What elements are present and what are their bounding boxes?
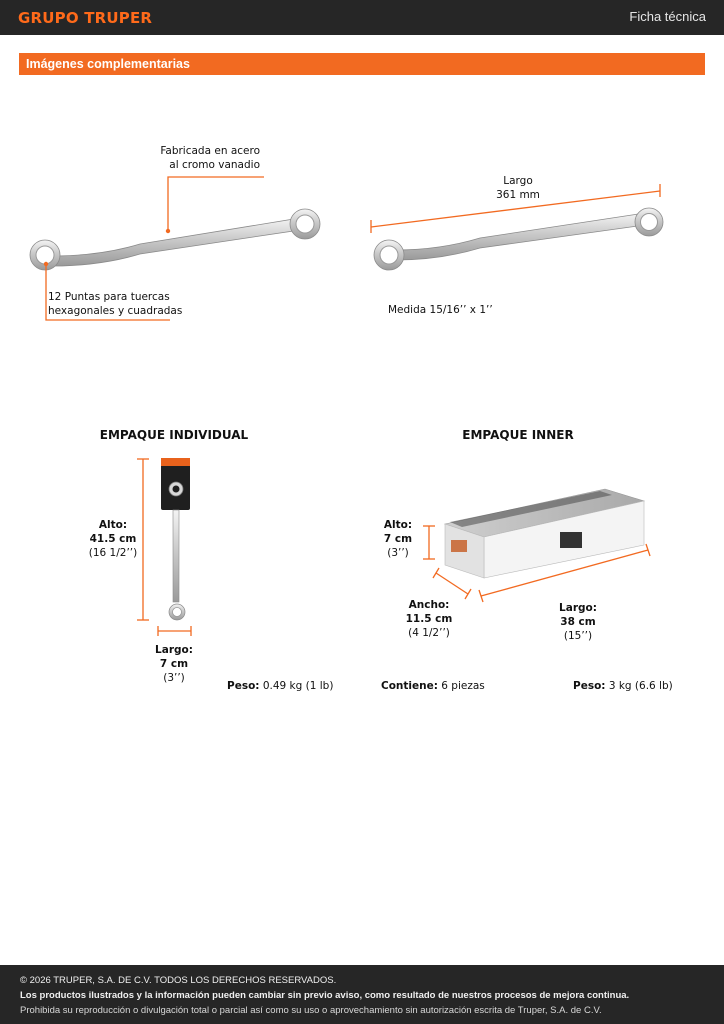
inner-length-label: Largo: 38 cm (15’’) — [559, 602, 597, 642]
inner-height-label: Alto: 7 cm (3’’) — [383, 519, 413, 559]
inner-box-image — [443, 488, 646, 579]
inner-length-dimension — [478, 543, 651, 603]
wrench-image-right — [373, 207, 664, 271]
footer: © 2026 TRUPER, S.A. DE C.V. TODOS LOS DE… — [0, 965, 724, 1024]
inner-package-heading: EMPAQUE INNER — [462, 428, 574, 442]
inner-width-label: Ancho: 11.5 cm (4 1/2’’) — [405, 599, 453, 639]
length-dimension-line — [370, 184, 661, 233]
brand-logo: GRUPO TRUPER — [18, 9, 153, 27]
length-label: Largo 361 mm — [496, 175, 540, 201]
size-measure: Medida 15/16’’ x 1’’ — [388, 304, 493, 316]
individual-weight: Peso: 0.49 kg (1 lb) — [227, 680, 334, 692]
footer-legal: Prohibida su reproducción o divulgación … — [20, 1005, 602, 1016]
individual-length-dimension — [157, 626, 192, 636]
callout-material: Fabricada en acero al cromo vanadio — [160, 145, 260, 171]
wrench-image-left — [29, 208, 321, 271]
individual-height-dimension — [137, 458, 149, 621]
inner-weight: Peso: 3 kg (6.6 lb) — [573, 680, 673, 692]
inner-contents: Contiene: 6 piezas — [381, 680, 485, 692]
section-header: Imágenes complementarias — [19, 53, 705, 75]
inner-height-dimension — [423, 525, 435, 560]
footer-copyright: © 2026 TRUPER, S.A. DE C.V. TODOS LOS DE… — [20, 975, 337, 986]
callout-points: 12 Puntas para tuercas hexagonales y cua… — [48, 291, 183, 317]
section-title: Imágenes complementarias — [26, 57, 190, 71]
top-bar: GRUPO TRUPER Ficha técnica — [0, 0, 724, 35]
document-title: Ficha técnica — [629, 9, 706, 24]
individual-package-image — [161, 458, 190, 621]
individual-height-label: Alto: 41.5 cm (16 1/2’’) — [88, 519, 138, 559]
callout-line-points — [45, 264, 170, 321]
individual-package-heading: EMPAQUE INDIVIDUAL — [99, 428, 249, 442]
inner-width-dimension — [432, 567, 472, 600]
individual-length-label: Largo: 7 cm (3’’) — [155, 644, 193, 684]
footer-disclaimer: Los productos ilustrados y la informació… — [20, 990, 630, 1001]
callout-line-material — [167, 176, 264, 230]
